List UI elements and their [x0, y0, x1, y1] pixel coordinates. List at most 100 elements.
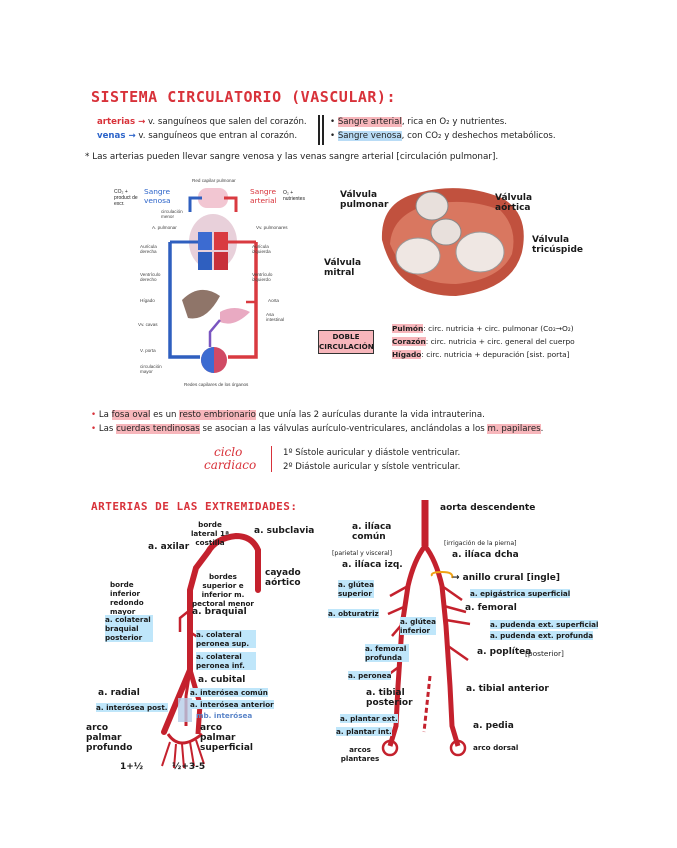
b2-c: .: [541, 424, 544, 434]
tibial-ant-label: a. tibial anterior: [466, 684, 549, 694]
m-papilares-term: m. papilares: [487, 424, 540, 434]
bullet-cuerdas: • Las cuerdas tendinosas se asocian a la…: [91, 424, 543, 434]
diag-vv-cavas: Vv. cavas: [138, 322, 158, 327]
valve-aortica-label: Válvula aórtica: [495, 193, 555, 213]
venas-definition: venas → v. sanguíneos que entran al cora…: [97, 131, 297, 141]
valve-pulmonar-shape: [416, 192, 448, 220]
diag-v-porta: V. porta: [140, 348, 156, 353]
doble-pulmon: Pulmón: circ. nutricia + circ. pulmonar …: [392, 324, 574, 333]
radial-label: a. radial: [98, 688, 140, 698]
pudenda-sup-label: a. pudenda ext. superficial: [490, 620, 598, 629]
diag-top-label: Red capilar pulmonar: [192, 178, 236, 183]
doble-higado: Hígado: circ. nutricia + depuración [sis…: [392, 350, 570, 359]
diag-auricula-izquierda: Aurícula izquierda: [252, 244, 280, 254]
b2-b: se asocian a las válvulas aurículo-ventr…: [200, 424, 488, 434]
arterias-definition: arterias → v. sanguíneos que salen del c…: [97, 117, 307, 127]
aorta-path: [228, 242, 256, 357]
doble-corazon-val: : circ. nutricia + circ. general del cue…: [426, 337, 575, 346]
doble-circulacion-box: DOBLE CIRCULACIÓN: [318, 330, 374, 354]
braquial-label: a. braquial: [192, 607, 247, 617]
tibial-post-label: a. tibial posterior: [366, 688, 414, 708]
obturatriz-label: a. obturatriz: [328, 609, 379, 618]
cayado-label: cayado aórtico: [265, 568, 315, 588]
sangre-arterial-line: • Sangre arterial, rica en O₂ y nutrient…: [330, 117, 507, 127]
mb-interosea-label: mb. interósea: [196, 711, 252, 720]
bullet-fosa-oval: • La fosa oval es un resto embrionario q…: [91, 410, 485, 420]
femoral-label: a. femoral: [465, 603, 517, 613]
diag-circ-mayor: circulación mayor: [140, 364, 164, 374]
ciclo-step-1: 1º Sístole auricular y diástole ventricu…: [283, 448, 460, 458]
sangre-arterial-term: Sangre arterial: [338, 117, 402, 127]
diag-higado: Hígado: [140, 298, 155, 303]
peronea-label: a. peronea: [348, 671, 391, 680]
arterias-def: v. sanguíneos que salen del corazón.: [148, 117, 307, 127]
iliaca-izq-label: a. ilíaca izq.: [342, 560, 403, 570]
epigastrica-label: a. epigástrica superficial: [470, 589, 570, 598]
colateral-sup-label: a. colateral peronea sup.: [196, 630, 256, 648]
interosea-post-label: a. interósea post.: [96, 703, 168, 712]
diag-ventriculo-derecho: Ventrículo derecho: [140, 272, 166, 282]
venas-def: v. sanguíneos que entran al corazón.: [138, 131, 297, 141]
portal-vein-path: [210, 320, 220, 347]
sangre-venosa-def: , con CO₂ y deshechos metabólicos.: [402, 131, 556, 141]
right-atrium: [198, 232, 212, 250]
page-title: SISTEMA CIRCULATORIO (VASCULAR):: [91, 88, 396, 106]
liver-shape: [182, 290, 220, 319]
posterior-tag: [posterior]: [525, 649, 564, 658]
ciclo-step-2: 2º Diástole auricular y sístole ventricu…: [283, 462, 460, 472]
diag-auricula-derecha: Aurícula derecha: [140, 244, 164, 254]
aorta-descendente-label: aorta descendente: [440, 503, 535, 513]
plantar-ext-label: a. plantar ext.: [340, 714, 398, 723]
doble-corazon: Corazón: circ. nutricia + circ. general …: [392, 337, 575, 346]
subclavia-label: a. subclavia: [254, 526, 314, 536]
glutea-sup-label: a. glútea superior: [338, 580, 374, 598]
borde-inferior-label: borde inferior redondo mayor: [110, 580, 166, 616]
doble-higado-tag: [sist. porta]: [527, 350, 570, 359]
poplitea-label: a. poplítea: [477, 647, 531, 657]
diag-aorta: Aorta: [268, 298, 279, 303]
plantar-int-label: a. plantar int.: [336, 727, 392, 736]
diag-sangre-venosa: Sangre venosa: [144, 187, 176, 205]
anillo-crural-label: → anillo crural [ingle]: [452, 573, 560, 583]
doble-circulacion-text: DOBLE CIRCULACIÓN: [319, 331, 373, 352]
valve-pulmonar-label: Válvula pulmonar: [340, 190, 400, 210]
iliaca-dcha-label: a. ilíaca dcha: [452, 550, 519, 560]
peroneal-dashed: [424, 676, 430, 732]
diag-vv-pulmonares: Vv. pulmonares: [256, 225, 288, 230]
divider-bar-1: [318, 115, 320, 145]
borde-lateral-label: borde lateral 1ª costilla: [185, 520, 235, 547]
b1-c: que unía las 2 aurículas durante la vida…: [256, 410, 485, 420]
left-atrium: [214, 232, 228, 250]
doble-pulmon-key: Pulmón: [392, 324, 423, 333]
cubital-label: a. cubital: [198, 675, 245, 685]
arco-profundo-label: arco palmar profundo: [86, 723, 146, 753]
valve-aortic-shape: [431, 219, 461, 245]
arcos-plantares-label: arcos plantares: [340, 745, 380, 763]
parietal-label: [parietal y visceral]: [332, 550, 392, 557]
diag-co2-label: CO₂ + product de excr.: [114, 189, 142, 207]
valve-mitral-label: Válvula mitral: [324, 258, 374, 278]
intro-note: * Las arterias pueden llevar sangre veno…: [85, 152, 498, 162]
lung-capillary-network: [198, 188, 228, 208]
valve-tricuspide-label: Válvula tricúspide: [532, 235, 592, 255]
irrigacion-label: [irrigación de la pierna]: [444, 540, 517, 547]
b1-b: es un: [150, 410, 179, 420]
arterias-extremidades-title: ARTERIAS DE LAS EXTREMIDADES:: [91, 500, 298, 513]
glutea-inf-label: a. glútea inferior: [400, 617, 436, 635]
left-ventricle: [214, 252, 228, 270]
sangre-venosa-line: • Sangre venosa, con CO₂ y deshechos met…: [330, 131, 556, 141]
ciclo-label: ciclo: [214, 445, 242, 459]
iliaca-comun-label: a. ilíaca común: [352, 522, 402, 542]
fraction-right: ½+3-5: [172, 762, 205, 772]
venas-word: venas →: [97, 131, 136, 141]
doble-pulmon-val: : circ. nutricia + circ. pulmonar (Co₂→O…: [423, 324, 573, 333]
diag-sangre-arterial: Sangre arterial: [250, 187, 282, 205]
right-ventricle: [198, 252, 212, 270]
divider-bar-2: [322, 115, 324, 145]
b2-a: Las: [99, 424, 116, 434]
resto-embrionario-term: resto embrionario: [179, 410, 256, 420]
b1-a: La: [99, 410, 112, 420]
arterias-word: arterias →: [97, 117, 145, 127]
arco-dorsal-label: arco dorsal: [473, 743, 518, 752]
doble-higado-key: Hígado: [392, 350, 421, 359]
